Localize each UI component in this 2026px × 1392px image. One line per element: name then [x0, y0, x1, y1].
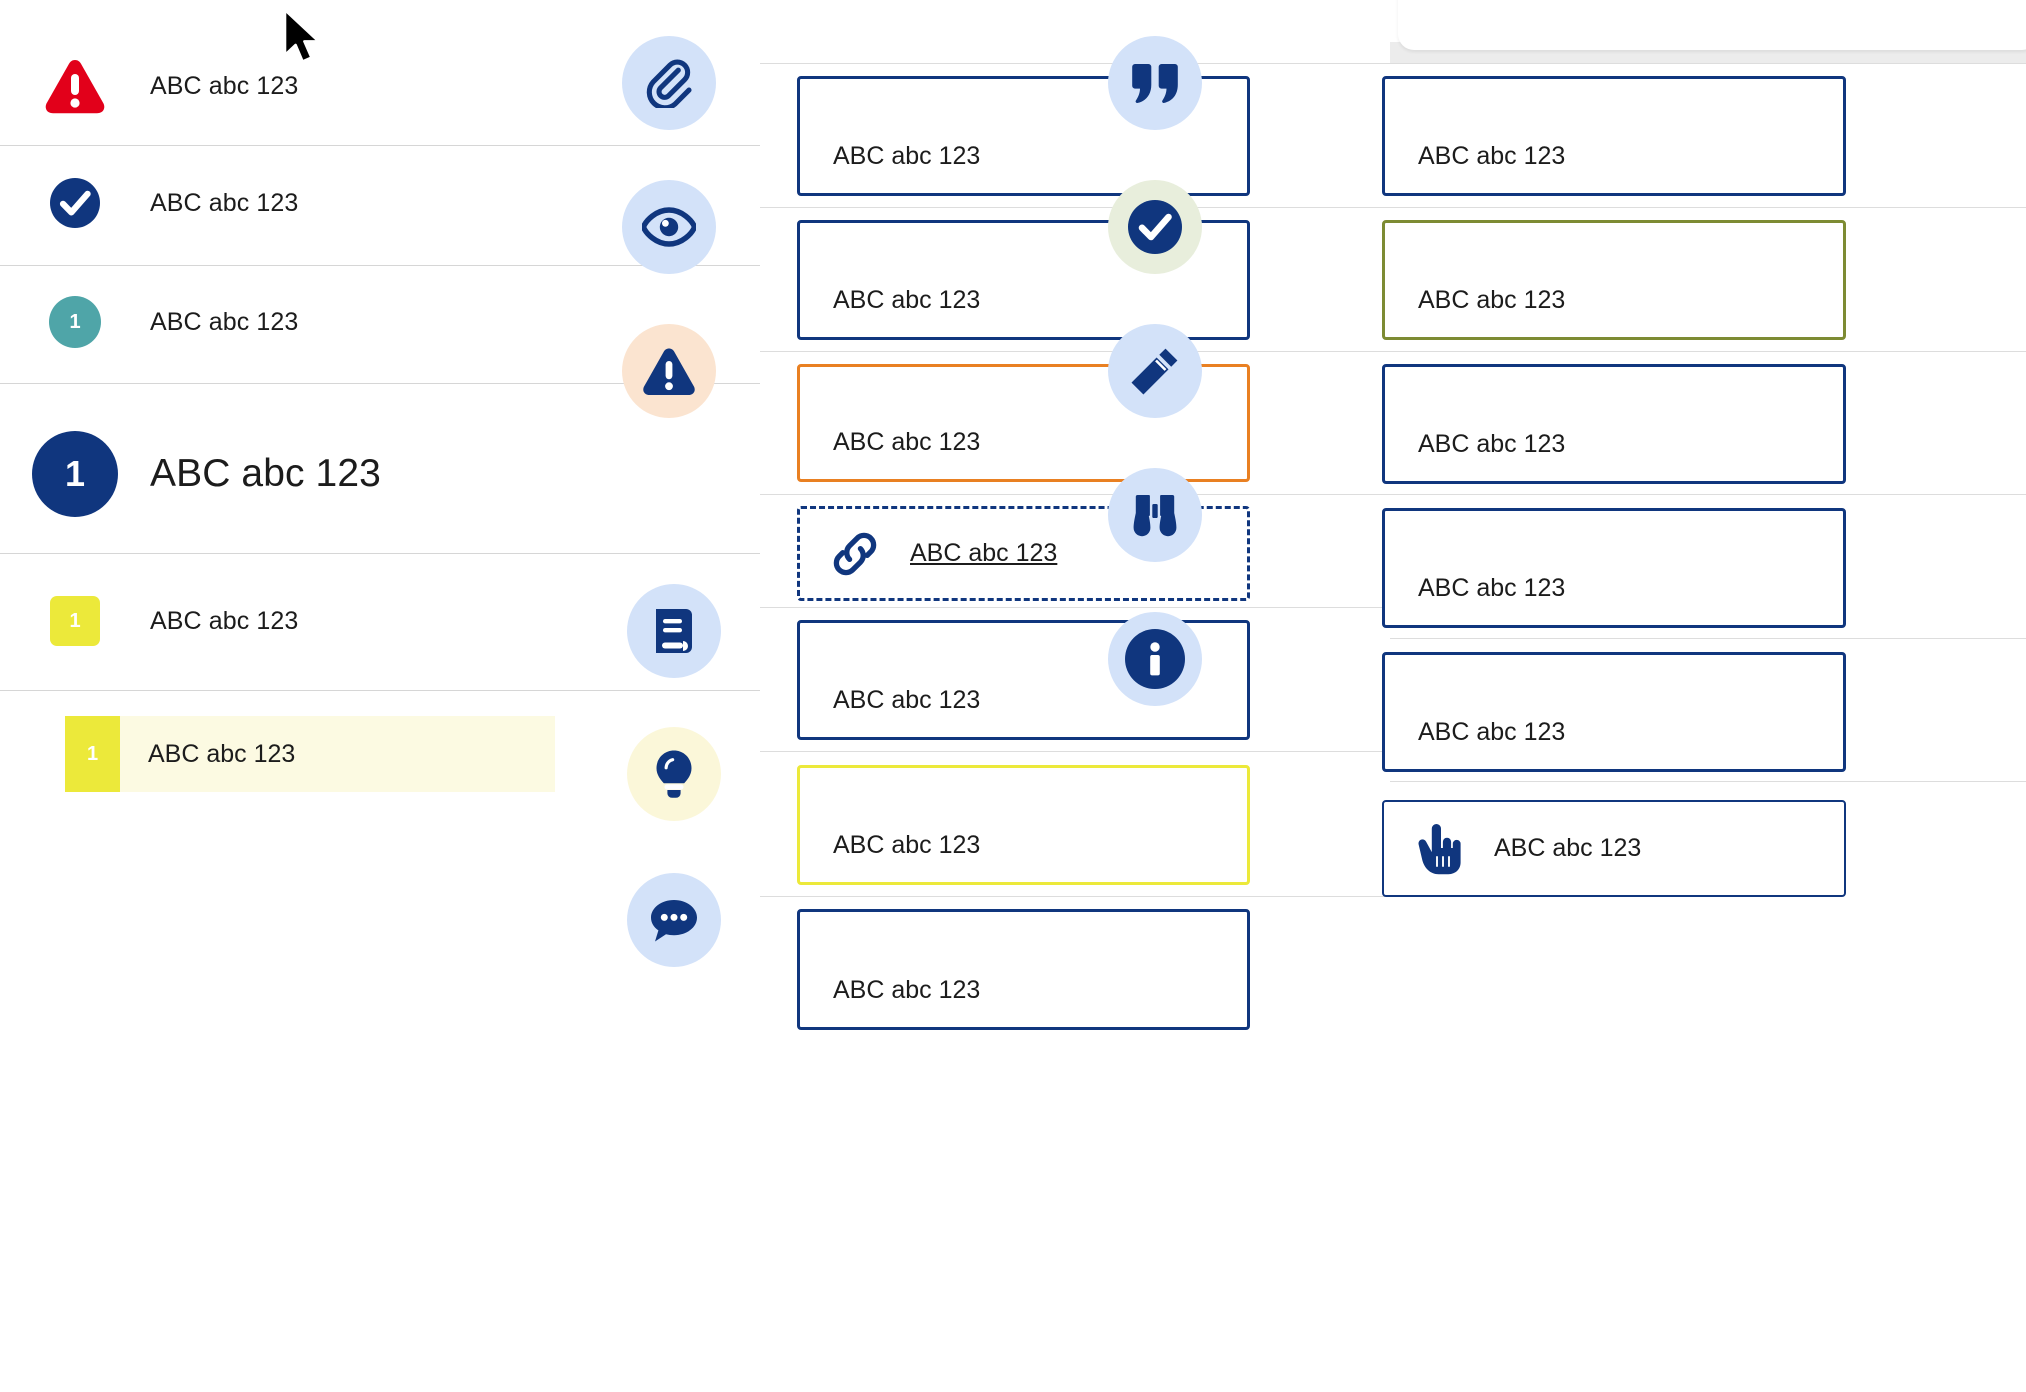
- list-item-step-large[interactable]: 1 ABC abc 123: [0, 431, 760, 517]
- list-separator: [0, 383, 760, 384]
- badge-number: 1: [86, 743, 99, 765]
- card-separator: [1390, 351, 2026, 352]
- list-separator: [0, 553, 760, 554]
- link-chain-icon: [800, 529, 910, 579]
- card-separator: [760, 896, 1390, 897]
- chat-bubble-icon: [627, 873, 721, 967]
- list-item-step-yellow[interactable]: 1 ABC abc 123: [0, 596, 760, 646]
- pointing-hand-icon: [1384, 823, 1494, 875]
- number-badge-icon: 1: [49, 296, 101, 348]
- card-label: ABC abc 123: [833, 428, 981, 456]
- list-item-alert[interactable]: ABC abc 123: [0, 58, 760, 114]
- list-separator: [0, 145, 760, 146]
- alert-triangle-icon: [622, 324, 716, 418]
- badge-number: 1: [69, 610, 81, 632]
- number-badge-icon: 1: [32, 431, 118, 517]
- card-action[interactable]: ABC abc 123: [1382, 800, 1846, 897]
- number-badge-icon: 1: [50, 596, 100, 646]
- card-separator: [1390, 494, 2026, 495]
- card-separator: [1390, 63, 2026, 64]
- card-label: ABC abc 123: [833, 831, 981, 859]
- list-item-step-yellow-highlighted[interactable]: 1 ABC abc 123: [65, 716, 555, 792]
- list-item-label: ABC abc 123: [150, 307, 299, 336]
- card-tip[interactable]: ABC abc 123: [797, 765, 1250, 885]
- list-item-label: ABC abc 123: [148, 739, 296, 768]
- eye-icon: [622, 180, 716, 274]
- card-label: ABC abc 123: [833, 976, 981, 1004]
- card-observe[interactable]: ABC abc 123: [1382, 508, 1846, 628]
- card-separator: [1390, 781, 2026, 782]
- book-icon: [627, 584, 721, 678]
- card-label: ABC abc 123: [1494, 834, 1642, 862]
- check-circle-icon: [0, 177, 150, 229]
- card-label: ABC abc 123: [1418, 286, 1566, 314]
- card-quote[interactable]: ABC abc 123: [1382, 76, 1846, 196]
- card-separator: [760, 207, 1390, 208]
- badge-number: 1: [64, 453, 86, 494]
- badge-number: 1: [69, 311, 81, 333]
- card-comment[interactable]: ABC abc 123: [797, 909, 1250, 1030]
- card-separator: [760, 751, 1390, 752]
- card-separator: [760, 351, 1390, 352]
- card-label: ABC abc 123: [833, 686, 981, 714]
- card-separator: [760, 607, 1390, 608]
- card-separator: [760, 63, 1390, 64]
- alert-triangle-icon: [0, 58, 150, 114]
- list-item-label: ABC abc 123: [150, 71, 299, 100]
- card-label: ABC abc 123: [1418, 718, 1566, 746]
- card-label: ABC abc 123: [833, 142, 981, 170]
- card-separator: [1390, 207, 2026, 208]
- quote-marks-icon: [1108, 36, 1202, 130]
- check-circle-icon: [1108, 180, 1202, 274]
- card-info[interactable]: ABC abc 123: [1382, 652, 1846, 772]
- list-item-label: ABC abc 123: [150, 188, 299, 217]
- list-item-step-teal[interactable]: 1 ABC abc 123: [0, 296, 760, 348]
- binoculars-icon: [1108, 468, 1202, 562]
- list-item-label: ABC abc 123: [150, 606, 299, 635]
- lightbulb-icon: [627, 727, 721, 821]
- number-badge-icon: 1: [65, 716, 120, 792]
- list-item-label: ABC abc 123: [150, 452, 381, 495]
- left-icon-list: ABC abc 123 ABC abc 123 1 ABC abc 123 1 …: [0, 0, 760, 1392]
- card-link-label[interactable]: ABC abc 123: [910, 539, 1058, 567]
- card-edit[interactable]: ABC abc 123: [1382, 364, 1846, 484]
- card-label: ABC abc 123: [1418, 142, 1566, 170]
- card-label: ABC abc 123: [833, 286, 981, 314]
- list-separator: [0, 690, 760, 691]
- card-confirmed[interactable]: ABC abc 123: [1382, 220, 1846, 340]
- list-item-success[interactable]: ABC abc 123: [0, 177, 760, 229]
- card-separator: [1390, 638, 2026, 639]
- list-separator: [0, 265, 760, 266]
- info-circle-icon: [1108, 612, 1202, 706]
- card-label: ABC abc 123: [1418, 430, 1566, 458]
- top-panel-sheet: [1398, 0, 2026, 50]
- card-separator: [760, 494, 1390, 495]
- paperclip-icon: [622, 36, 716, 130]
- card-label: ABC abc 123: [1418, 574, 1566, 602]
- pencil-icon: [1108, 324, 1202, 418]
